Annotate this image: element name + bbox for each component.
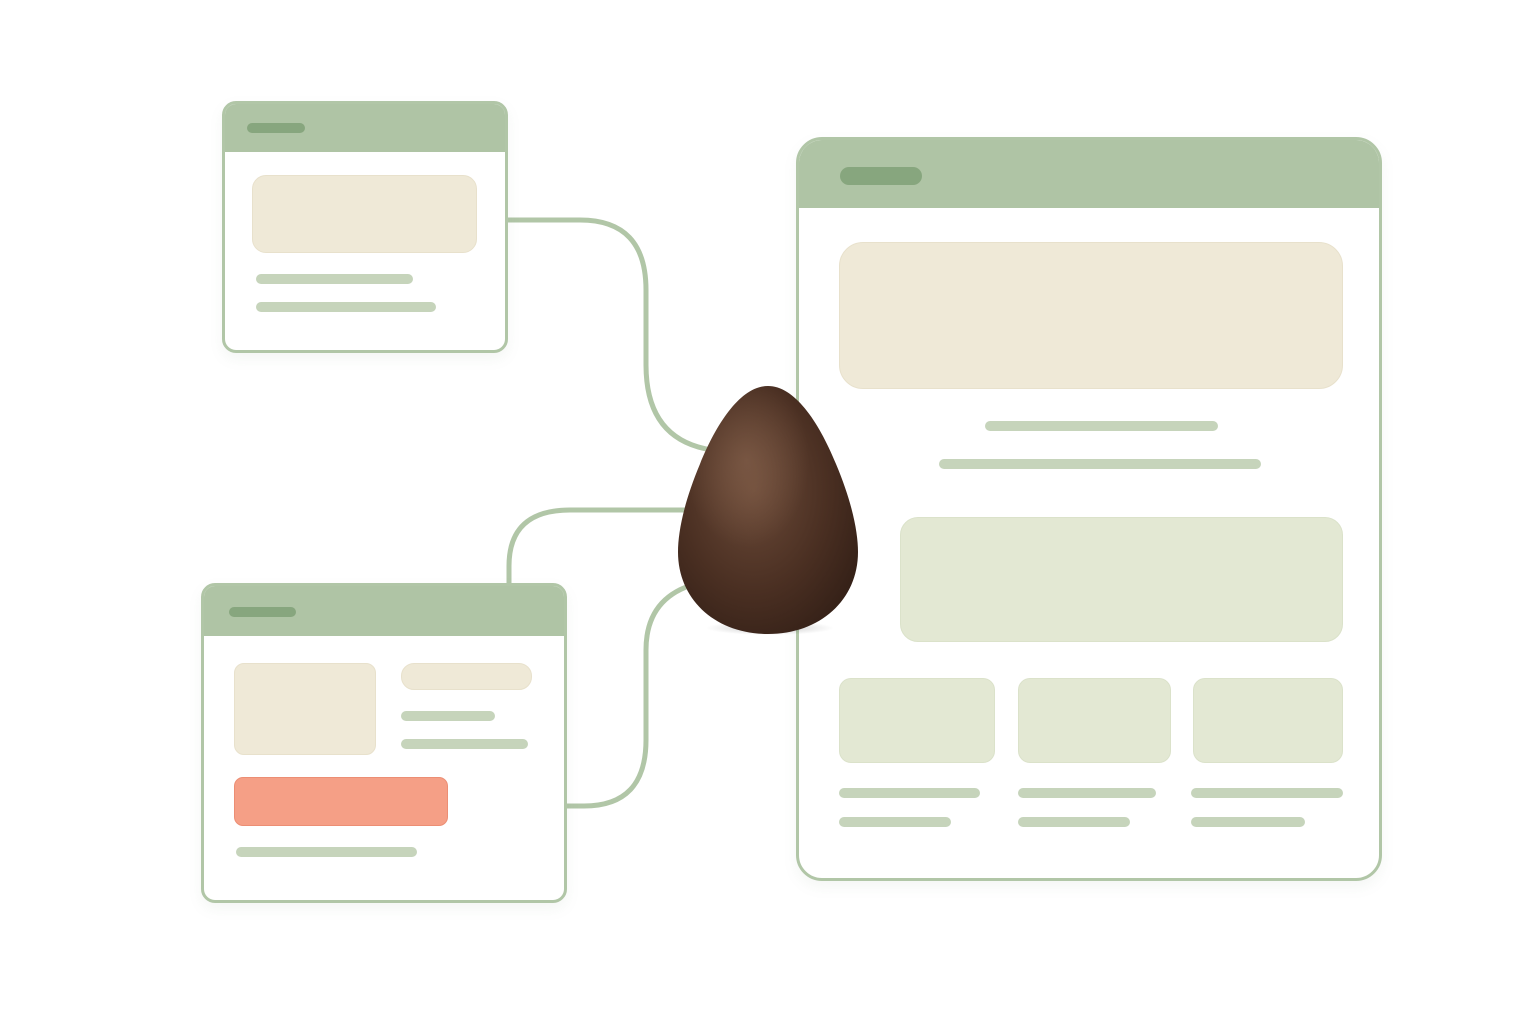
small-window-bottom — [201, 583, 567, 903]
window-titlebar — [204, 586, 564, 636]
card-placeholder — [1193, 678, 1343, 763]
text-line-placeholder — [839, 788, 980, 798]
text-line-placeholder — [1018, 788, 1156, 798]
connector-bottom-window-to-seed-lower — [563, 581, 698, 809]
text-line-placeholder — [839, 817, 951, 827]
text-line-placeholder — [256, 274, 413, 284]
card-placeholder — [839, 678, 995, 763]
image-placeholder — [252, 175, 477, 253]
banner-placeholder — [900, 517, 1343, 642]
heading-placeholder — [401, 663, 532, 690]
window-titlebar — [799, 140, 1379, 208]
text-line-placeholder — [1018, 817, 1130, 827]
window-titlebar — [225, 104, 505, 152]
title-placeholder — [840, 167, 922, 185]
small-window-top — [222, 101, 508, 353]
card-placeholder — [1018, 678, 1171, 763]
text-line-placeholder — [256, 302, 436, 312]
text-line-placeholder — [985, 421, 1218, 431]
image-placeholder — [234, 663, 376, 755]
connector-bottom-window-to-seed-upper — [506, 507, 693, 589]
text-line-placeholder — [939, 459, 1261, 469]
seed-icon — [678, 386, 858, 635]
cta-button[interactable] — [234, 777, 448, 826]
large-window — [796, 137, 1382, 881]
hero-image-placeholder — [839, 242, 1343, 389]
text-line-placeholder — [401, 711, 495, 721]
text-line-placeholder — [236, 847, 417, 857]
text-line-placeholder — [1191, 817, 1305, 827]
title-placeholder — [229, 607, 296, 617]
title-placeholder — [247, 123, 305, 133]
seed-highlight — [678, 386, 858, 634]
text-line-placeholder — [1191, 788, 1343, 798]
text-line-placeholder — [401, 739, 528, 749]
connector-top-window-to-seed — [505, 217, 715, 453]
